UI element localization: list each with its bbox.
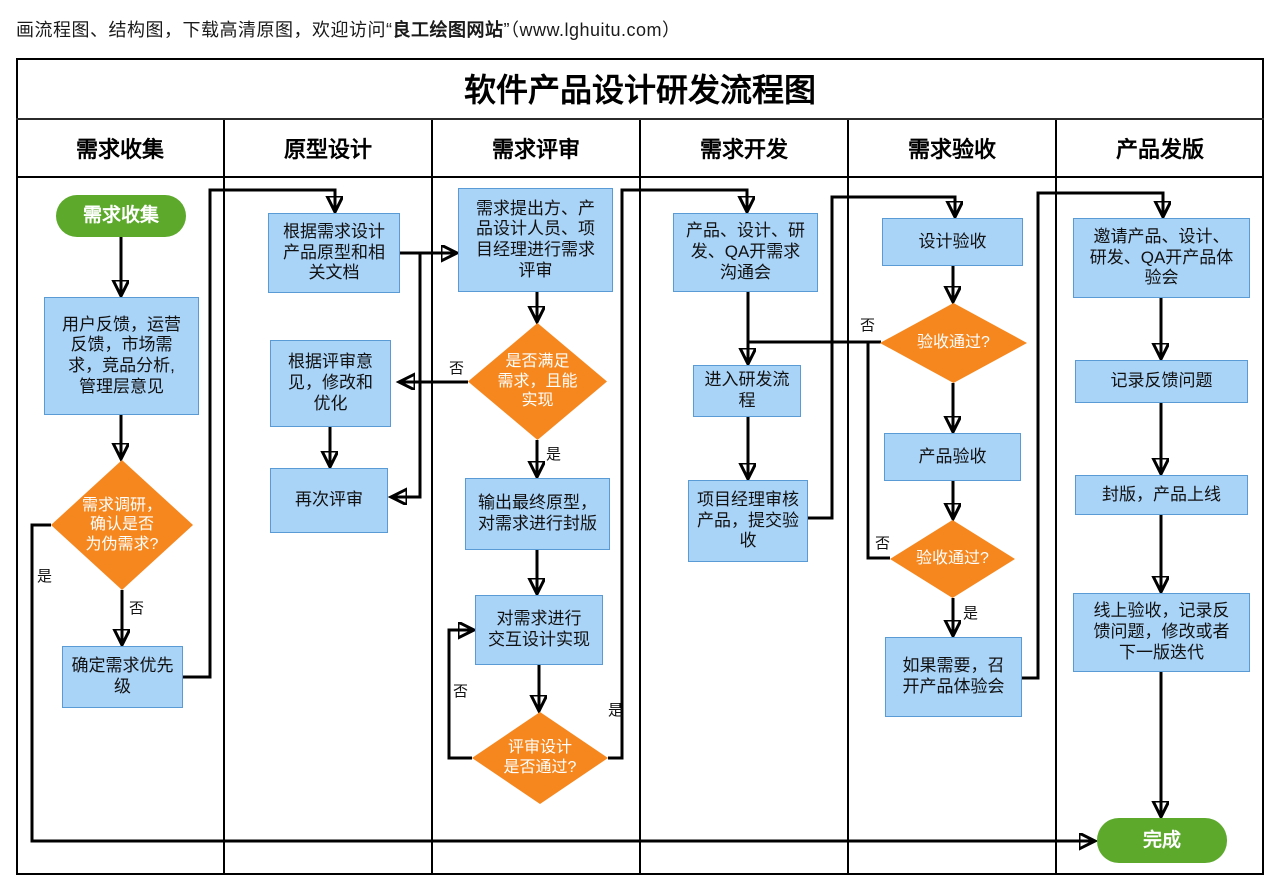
node-feedback-sources-label: 用户反馈，运营 反馈，市场需 求，竞品分析, 管理层意见 — [62, 314, 181, 396]
node-satisfy-decision-label: 是否满足 需求，且能 实现 — [497, 353, 578, 410]
node-record-feedback-label: 记录反馈问题 — [1110, 371, 1213, 391]
node-prototype-design-label: 根据需求设计 产品原型和相 关文档 — [283, 221, 385, 283]
page-title: 软件产品设计研发流程图 — [463, 72, 816, 108]
lane-header-requirements-collection: 需求收集 — [75, 137, 164, 162]
lane-header-requirements-acceptance: 需求验收 — [907, 137, 996, 162]
node-experience-meeting-label: 如果需要，召 开产品体验会 — [902, 656, 1005, 696]
edge-label-no: 否 — [453, 683, 469, 700]
node-product-acceptance: 产品验收 — [884, 433, 1021, 481]
banner-prefix: 画流程图、结构图，下载高清原图，欢迎访问“ — [16, 20, 393, 40]
node-seal-release-label: 封版，产品上线 — [1102, 484, 1221, 504]
node-done: 完成 — [1097, 818, 1227, 863]
node-design-pass-decision-label: 评审设计 是否通过? — [503, 739, 577, 776]
site-banner: 画流程图、结构图，下载高清原图，欢迎访问“良工绘图网站”（www.lghuitu… — [16, 16, 1116, 42]
edge-label-no: 否 — [875, 535, 891, 552]
node-revise-optimize-label: 根据评审意 见，修改和 优化 — [288, 352, 373, 413]
node-start-label: 需求收集 — [82, 205, 159, 227]
node-revise-optimize: 根据评审意 见，修改和 优化 — [270, 340, 391, 427]
node-feedback-sources: 用户反馈，运营 反馈，市场需 求，竞品分析, 管理层意见 — [44, 297, 199, 415]
node-online-acceptance-label: 线上验收，记录反 馈问题，修改或者 下一版迭代 — [1093, 601, 1230, 662]
node-start: 需求收集 — [56, 195, 186, 237]
lane-header-requirements-development: 需求开发 — [699, 137, 788, 162]
banner-suffix: ”（www.lghuitu.com） — [503, 20, 681, 40]
banner-brand: 良工绘图网站 — [392, 20, 504, 40]
title-row: 软件产品设计研发流程图 — [16, 58, 1264, 120]
lane-header-row: 需求收集 原型设计 需求评审 需求开发 需求验收 产品发版 — [16, 120, 1264, 178]
node-design-acceptance: 设计验收 — [882, 218, 1023, 266]
node-finalize-prototype: 输出最终原型， 对需求进行封版 — [465, 478, 610, 550]
lane-divider — [431, 120, 433, 875]
node-research-decision-label: 需求调研， 确认是否 为伪需求? — [81, 496, 162, 553]
node-product-acceptance-label: 产品验收 — [918, 446, 987, 466]
node-enter-dev: 进入研发流 程 — [693, 365, 801, 417]
lane-divider — [639, 120, 641, 875]
node-priority-label: 确定需求优先 级 — [71, 656, 174, 696]
edge-label-no: 否 — [860, 317, 876, 334]
node-invite-experience-label: 邀请产品、设计、 研发、QA开产品体 验会 — [1089, 226, 1234, 288]
node-prototype-design: 根据需求设计 产品原型和相 关文档 — [268, 213, 400, 293]
node-enter-dev-label: 进入研发流 程 — [704, 370, 790, 410]
lane-header-product-release: 产品发版 — [1115, 137, 1204, 162]
edge-label-no: 否 — [449, 360, 465, 377]
edge-label-no: 否 — [129, 600, 145, 617]
node-seal-release: 封版，产品上线 — [1075, 475, 1248, 515]
node-priority: 确定需求优先 级 — [62, 646, 183, 708]
node-review-meeting: 需求提出方、产 品设计人员、项 目经理进行需求 评审 — [458, 188, 613, 292]
node-review-meeting-label: 需求提出方、产 品设计人员、项 目经理进行需求 评审 — [476, 198, 595, 280]
edge-label-yes: 是 — [546, 446, 562, 463]
node-online-acceptance: 线上验收，记录反 馈问题，修改或者 下一版迭代 — [1073, 593, 1250, 672]
lane-divider — [1055, 120, 1057, 875]
node-pm-review: 项目经理审核 产品，提交验 收 — [688, 480, 808, 562]
node-interaction-design: 对需求进行 交互设计实现 — [475, 595, 603, 665]
node-done-label: 完成 — [1142, 829, 1181, 851]
node-kickoff-meeting: 产品、设计、研 发、QA开需求 沟通会 — [673, 213, 818, 292]
node-invite-experience: 邀请产品、设计、 研发、QA开产品体 验会 — [1073, 218, 1250, 298]
node-re-review-label: 再次评审 — [295, 490, 363, 510]
edge-label-yes: 是 — [37, 568, 53, 585]
lane-header-prototype-design: 原型设计 — [283, 137, 372, 162]
node-acceptance-decision-2-label: 验收通过? — [916, 550, 989, 568]
edge-label-yes: 是 — [608, 702, 624, 719]
node-experience-meeting: 如果需要，召 开产品体验会 — [885, 637, 1022, 717]
node-re-review: 再次评审 — [270, 468, 388, 533]
node-kickoff-meeting-label: 产品、设计、研 发、QA开需求 沟通会 — [686, 221, 805, 282]
lane-divider — [847, 120, 849, 875]
node-design-acceptance-label: 设计验收 — [918, 231, 987, 251]
node-acceptance-decision-1-label: 验收通过? — [917, 334, 990, 352]
lane-header-requirements-review: 需求评审 — [491, 137, 580, 162]
node-pm-review-label: 项目经理审核 产品，提交验 收 — [697, 489, 799, 551]
node-interaction-design-label: 对需求进行 交互设计实现 — [488, 609, 590, 649]
node-finalize-prototype-label: 输出最终原型， 对需求进行封版 — [478, 493, 597, 533]
node-record-feedback: 记录反馈问题 — [1075, 360, 1248, 403]
lane-divider — [223, 120, 225, 875]
edge-label-yes: 是 — [963, 605, 979, 622]
